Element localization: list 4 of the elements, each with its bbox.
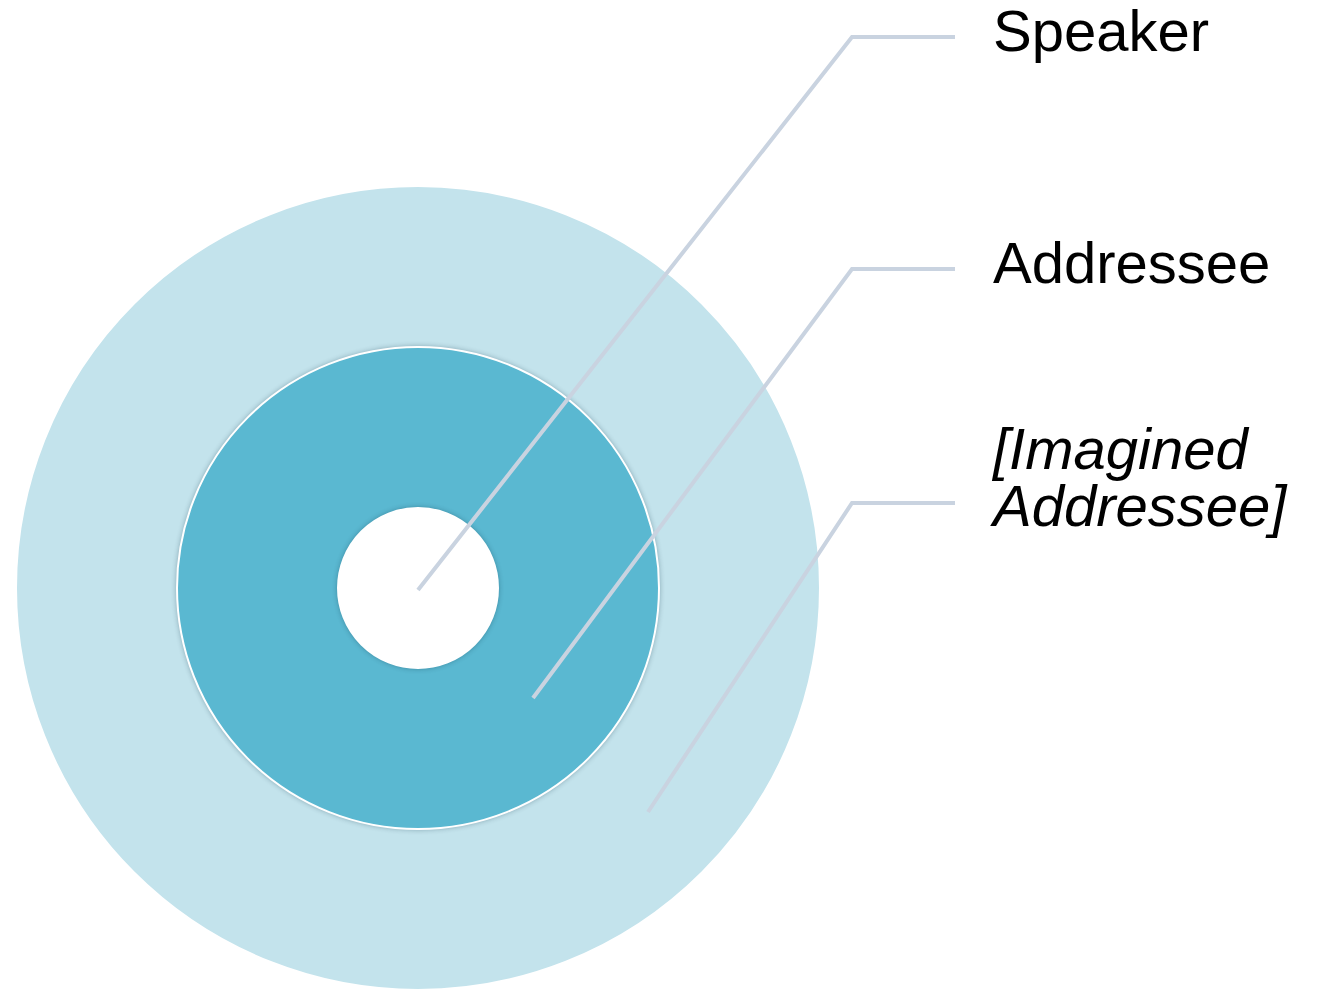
leader-line xyxy=(416,35,955,592)
leader-line xyxy=(646,501,955,814)
label-text: Addressee xyxy=(993,234,1272,291)
leader-line xyxy=(531,267,955,700)
